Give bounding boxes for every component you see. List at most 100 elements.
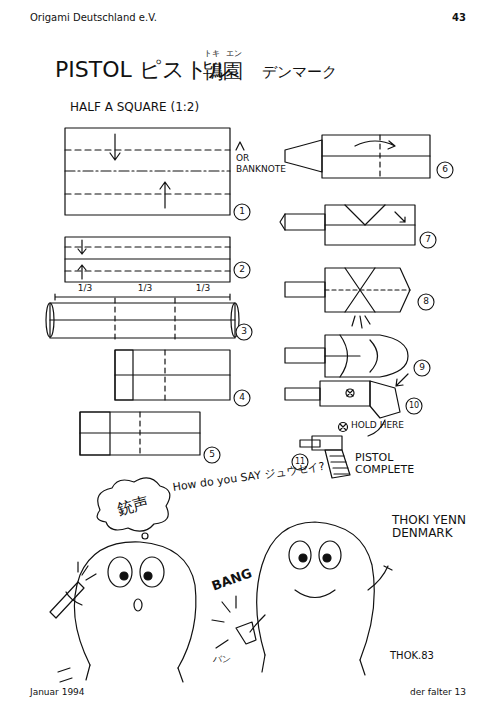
step-5-paper	[80, 412, 200, 455]
step-number: 8	[423, 297, 429, 307]
step-10-model-part	[285, 388, 320, 400]
step-1-paper-part	[65, 170, 230, 171]
step-number-ring	[406, 398, 422, 414]
step-number: 2	[239, 265, 245, 275]
label-text: バン	[213, 655, 231, 665]
right-character	[212, 522, 392, 675]
left-character-part	[140, 557, 164, 587]
step-9-model-part	[325, 355, 360, 356]
step-1-paper-part	[110, 134, 120, 160]
label-text: THOK.83	[390, 650, 434, 661]
step-number: 10	[409, 402, 419, 411]
step-number-ring	[236, 324, 252, 340]
thought-bubble	[97, 478, 170, 539]
label-text: Origami Deutschland e.V.	[30, 12, 157, 23]
label-text: トキ	[204, 50, 220, 59]
step-10-model-part	[346, 389, 354, 397]
step-1-paper-part	[65, 128, 230, 215]
right-character-part	[262, 655, 365, 675]
right-character-part	[323, 554, 331, 562]
step-2-paper-part	[65, 258, 230, 259]
step-11-model-part	[312, 436, 342, 450]
step-9-model	[285, 335, 408, 377]
left-character-part	[134, 599, 142, 611]
step-8-model-part	[285, 282, 325, 297]
step-8-model-part	[325, 268, 410, 312]
step-number-ring	[420, 232, 436, 248]
step-1-paper-part	[65, 149, 230, 150]
left-character-part	[120, 572, 128, 580]
step-3-paper-part	[50, 303, 235, 338]
step-number-ring	[204, 447, 220, 463]
step-10-model	[285, 374, 408, 436]
step-11-model-part	[330, 456, 349, 474]
step-number-ring	[234, 262, 250, 278]
step-4-paper-part	[164, 350, 165, 400]
step-number: 4	[239, 393, 245, 403]
label-text: PISTOL COMPLETE	[355, 452, 435, 476]
step-5-paper-part	[139, 412, 140, 455]
step-number-ring	[234, 204, 250, 220]
step-1-paper	[65, 128, 244, 215]
label-text: 1/3	[138, 284, 152, 294]
label-text: HALF A SQUARE (1:2)	[70, 101, 199, 114]
step-2-paper-part	[65, 237, 230, 282]
step-10-model-part	[347, 390, 353, 396]
label-text: エン	[226, 50, 242, 59]
step-8-model-part	[352, 316, 370, 328]
step-3-paper-part	[114, 298, 115, 342]
step-2-paper-part	[65, 246, 230, 247]
hold-here-symbol-part	[340, 424, 346, 430]
step-4-paper-part	[115, 350, 133, 400]
right-character-part	[319, 541, 341, 569]
right-character-part	[295, 590, 335, 598]
step-number: 1	[239, 207, 245, 217]
label-text: BANG	[210, 566, 254, 594]
thought-bubble-part	[142, 533, 148, 539]
right-character-part	[257, 522, 375, 660]
step-11-model-part	[325, 450, 350, 478]
step-4-paper-part	[115, 374, 230, 375]
step-3-paper-part	[50, 319, 235, 320]
step-10-model-part	[320, 381, 370, 406]
step-number-ring	[234, 390, 250, 406]
label-text: 銃声	[115, 493, 150, 518]
step-2-paper-part	[65, 270, 230, 271]
step-7-model-part	[325, 205, 415, 245]
step-6-model-part	[285, 140, 322, 172]
label-text: OR	[236, 154, 249, 164]
left-character-part	[78, 562, 96, 580]
step-number-ring	[414, 360, 430, 376]
hold-here-symbol-part	[339, 423, 348, 432]
label-text: 1/3	[196, 284, 210, 294]
step-7-model-part	[280, 214, 285, 230]
step-8-model-part	[325, 289, 410, 290]
left-character-part	[144, 572, 152, 580]
step-3-paper-part	[46, 303, 54, 337]
step-8-model	[285, 268, 410, 328]
step-2-paper-part	[78, 240, 86, 254]
step-1-paper-part	[160, 182, 170, 208]
step-7-model-part	[395, 212, 405, 222]
left-character	[50, 542, 196, 682]
step-number: 6	[442, 165, 448, 175]
step-number-circles	[204, 162, 453, 470]
step-number: 3	[241, 327, 247, 337]
step-7-model-part	[345, 205, 385, 225]
step-6-model-part	[322, 135, 430, 178]
step-6-model	[285, 135, 430, 178]
step-5-paper-part	[80, 412, 110, 455]
label-text: BANKNOTE	[236, 165, 286, 175]
hold-here-symbol	[339, 423, 348, 432]
label-text: How do you SAY ジュウセイ?	[172, 461, 326, 494]
step-7-model-part	[285, 214, 325, 230]
step-number-ring	[418, 294, 434, 310]
left-character-part	[74, 542, 196, 668]
label-text: デンマーク	[262, 64, 337, 81]
step-7-model	[280, 205, 415, 245]
step-3-paper	[46, 294, 239, 342]
step-2-paper	[65, 237, 230, 282]
step-9-model-part	[285, 348, 325, 363]
